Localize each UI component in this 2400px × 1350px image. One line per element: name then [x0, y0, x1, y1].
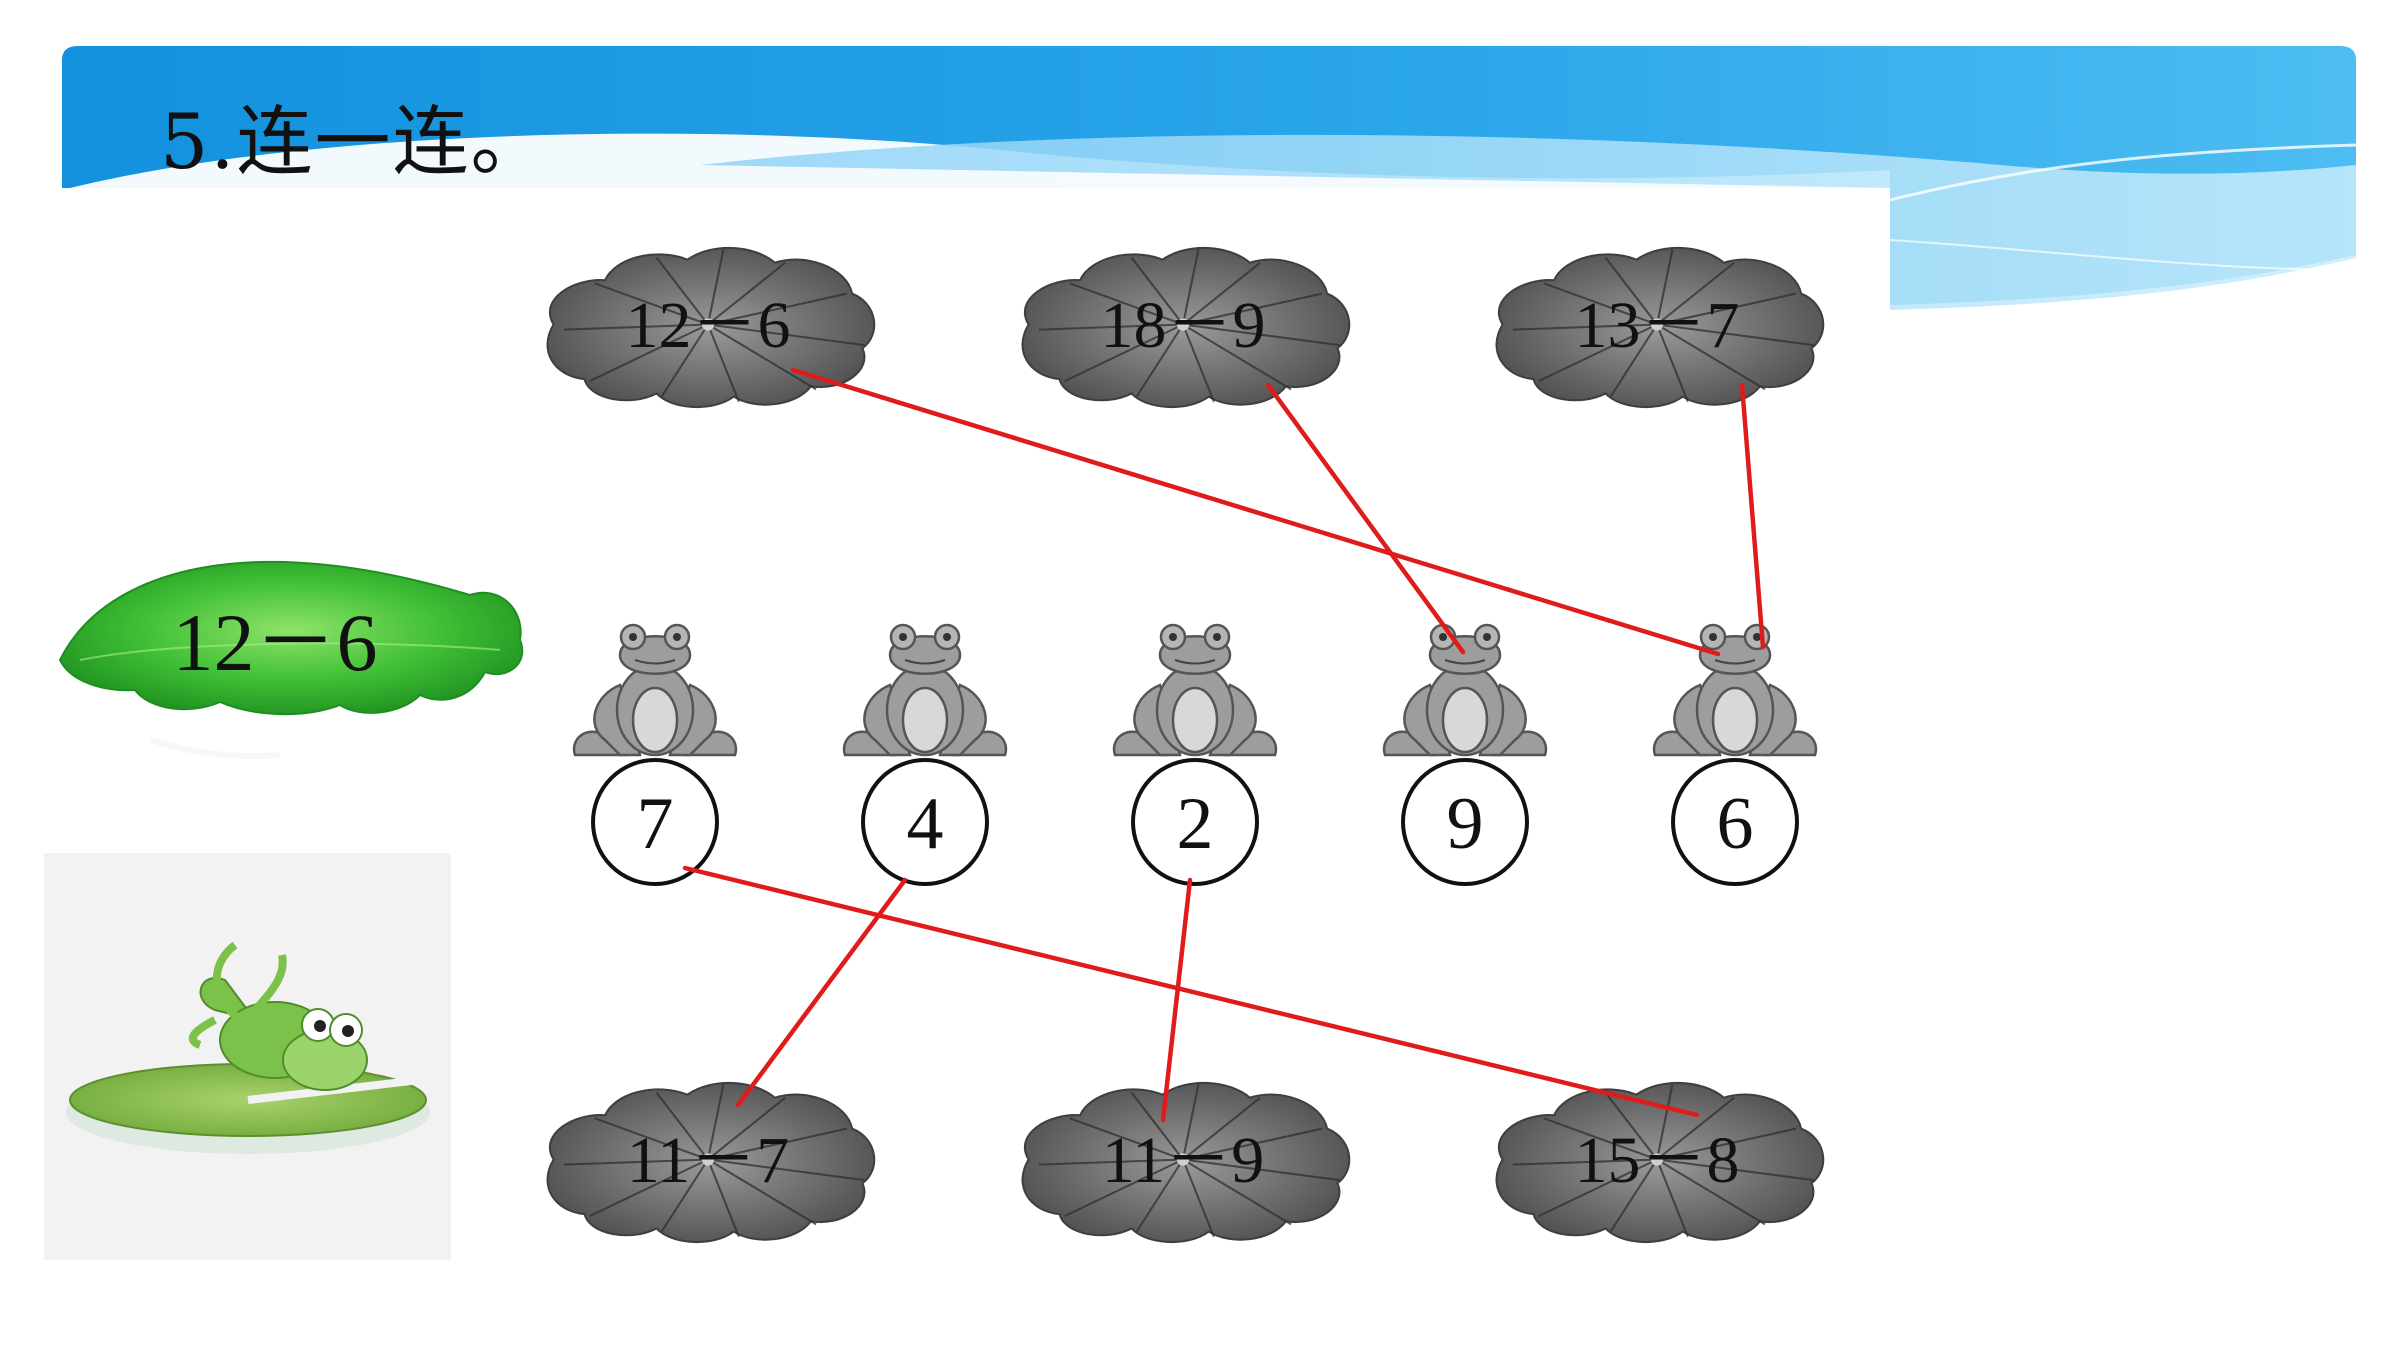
frog-4: 9 — [1382, 623, 1548, 886]
frog-icon — [1112, 623, 1278, 757]
number-circle — [861, 758, 989, 886]
leaf-expression: 12－6 — [626, 289, 791, 362]
exercise-title: 5.连一连。 — [160, 97, 549, 186]
frog-icon — [842, 623, 1008, 757]
connection-line-2 — [1265, 382, 1466, 655]
top-leaf-1: 12－6 — [546, 246, 876, 409]
example-green-leaf — [58, 560, 524, 760]
top-leaf-2: 18－9 — [1021, 246, 1351, 409]
connection-line-6 — [1160, 877, 1193, 1123]
header-banner — [62, 46, 2357, 318]
frog-1: 7 — [572, 623, 738, 886]
frog-number: 6 — [1717, 783, 1754, 865]
connection-line-4 — [682, 865, 1700, 1118]
number-circle — [1131, 758, 1259, 886]
bottom-leaf-2: 11－9 — [1021, 1081, 1351, 1244]
frog-number: 7 — [637, 783, 674, 865]
leaf-expression: 13－7 — [1575, 289, 1740, 362]
leaf-expression: 11－9 — [1102, 1124, 1265, 1197]
connection-line-3 — [1739, 382, 1766, 650]
leaf-expression: 18－9 — [1101, 289, 1266, 362]
example-expression: 12－6 — [172, 597, 377, 688]
frog-5: 6 — [1652, 623, 1818, 886]
connection-line-1 — [790, 367, 1721, 657]
frog-icon — [1382, 623, 1548, 757]
top-leaf-3: 13－7 — [1495, 246, 1825, 409]
frog-icon — [572, 623, 738, 757]
bottom-leaf-1: 11－7 — [546, 1081, 876, 1244]
frog-number: 2 — [1177, 783, 1214, 865]
bottom-leaf-3: 15－8 — [1495, 1081, 1825, 1244]
number-circle — [1671, 758, 1799, 886]
leaf-expression: 11－7 — [627, 1124, 790, 1197]
connection-line-5 — [735, 877, 908, 1108]
leaf-expression: 15－8 — [1575, 1124, 1740, 1197]
frog-number: 9 — [1447, 783, 1484, 865]
frog-on-lilypad-illustration — [44, 853, 451, 1260]
number-circle — [1401, 758, 1529, 886]
frog-icon — [1652, 623, 1818, 757]
frog-number: 4 — [907, 783, 944, 865]
frog-2: 4 — [842, 623, 1008, 886]
number-circle — [591, 758, 719, 886]
frog-3: 2 — [1112, 623, 1278, 886]
